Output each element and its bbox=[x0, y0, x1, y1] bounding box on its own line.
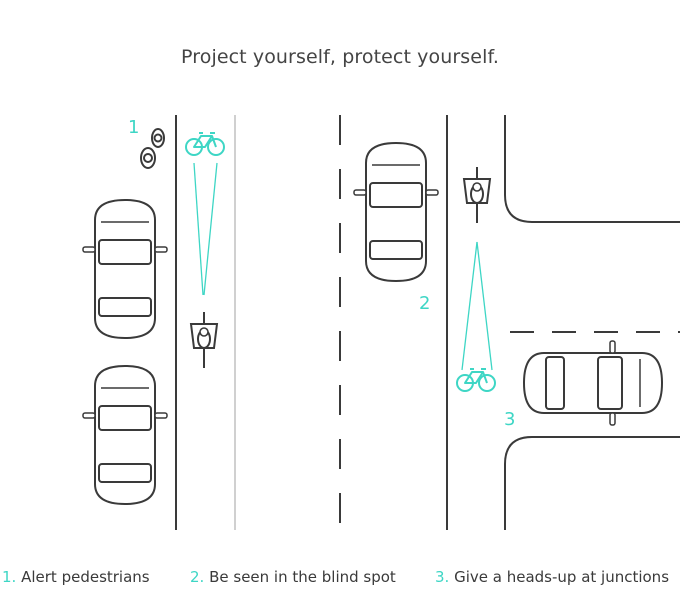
sight-cone bbox=[461, 241, 493, 371]
car-main-road bbox=[353, 142, 439, 282]
scene-marker-2: 2 bbox=[419, 293, 430, 314]
lower-kerb bbox=[504, 436, 680, 530]
sight-cone bbox=[193, 162, 218, 296]
pedestrians-icon bbox=[140, 128, 165, 169]
caption-text: Be seen in the blind spot bbox=[209, 568, 396, 586]
cyclist-icon bbox=[190, 311, 218, 369]
caption-number: 3. bbox=[435, 568, 450, 586]
caption-text: Alert pedestrians bbox=[21, 568, 150, 586]
caption-2: 2. Be seen in the blind spot bbox=[190, 568, 396, 586]
scene-2 bbox=[339, 115, 680, 530]
caption-number: 1. bbox=[2, 568, 17, 586]
parked-car-1 bbox=[82, 199, 168, 339]
scene-marker-3: 3 bbox=[504, 409, 515, 430]
page-title: Project yourself, protect yourself. bbox=[181, 46, 499, 68]
bicycle-icon bbox=[456, 368, 496, 392]
cyclist-icon bbox=[463, 166, 491, 224]
caption-text: Give a heads-up at junctions bbox=[454, 568, 670, 586]
upper-kerb bbox=[504, 115, 680, 223]
caption-1: 1. Alert pedestrians bbox=[2, 568, 150, 586]
scene-marker-1: 1 bbox=[128, 117, 139, 138]
scene-1 bbox=[82, 115, 236, 530]
bicycle-icon bbox=[185, 132, 225, 156]
car-side-road bbox=[523, 340, 663, 426]
caption-3: 3. Give a heads-up at junctions bbox=[435, 568, 669, 586]
parked-car-2 bbox=[82, 365, 168, 505]
caption-number: 2. bbox=[190, 568, 205, 586]
